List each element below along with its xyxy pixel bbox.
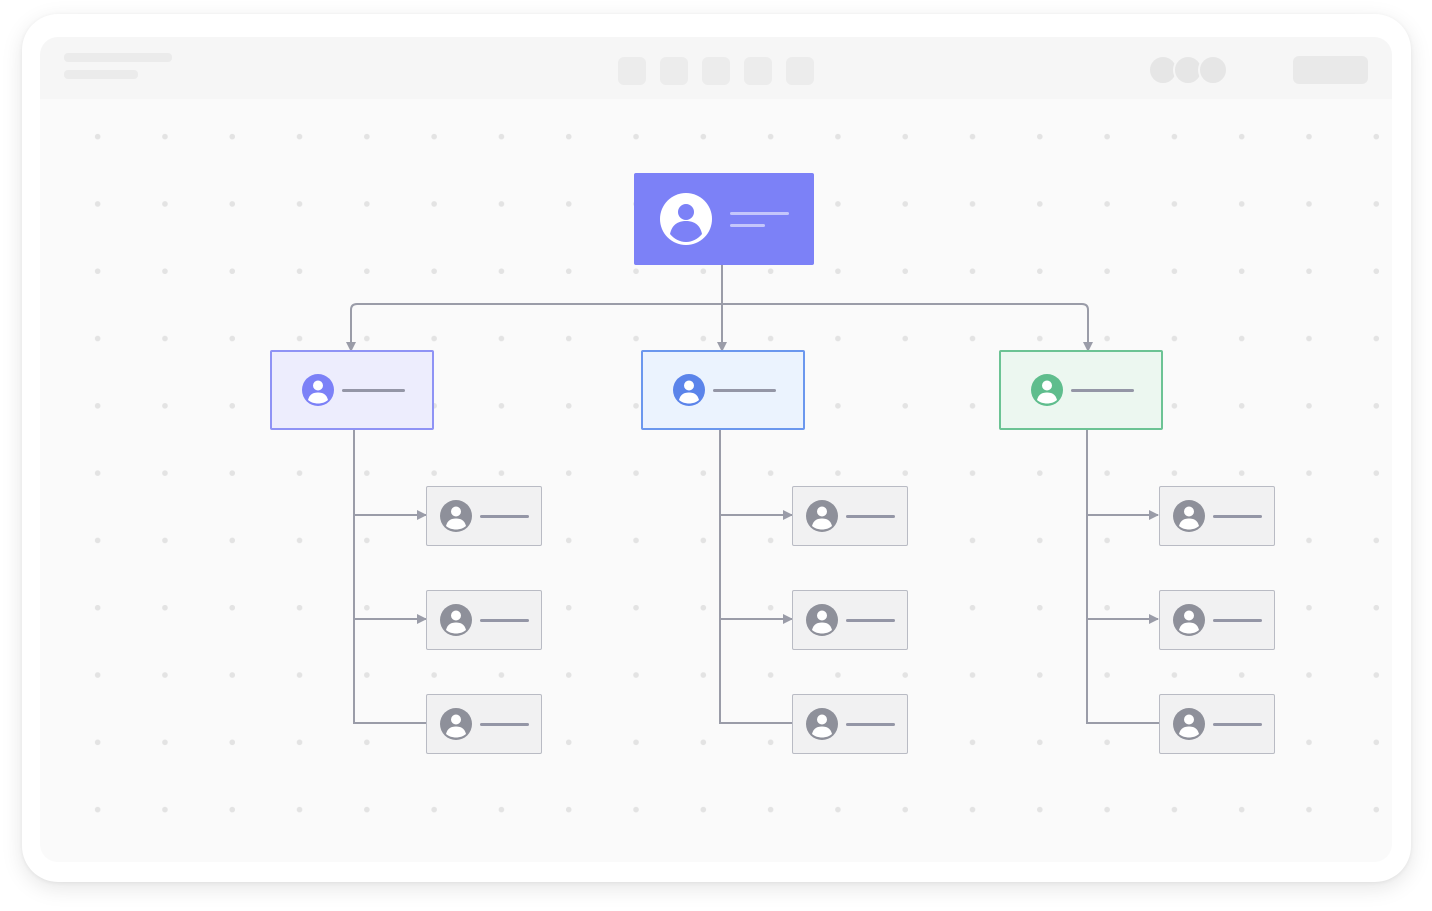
manager-card-blue[interactable]: [641, 350, 805, 430]
user-icon: [806, 708, 838, 740]
report-name-placeholder: [1213, 722, 1262, 726]
user-icon: [440, 604, 472, 636]
user-icon: [1173, 604, 1205, 636]
report-card[interactable]: [792, 694, 908, 754]
tool-1-icon[interactable]: [618, 57, 646, 85]
user-icon: [1173, 500, 1205, 532]
report-name-placeholder: [846, 514, 895, 518]
org-root-card[interactable]: [634, 173, 814, 265]
report-name-placeholder: [1213, 618, 1262, 622]
report-card[interactable]: [426, 694, 542, 754]
connector-lines: [346, 265, 1160, 724]
report-card[interactable]: [426, 590, 542, 650]
collaborator-avatar[interactable]: [1198, 55, 1228, 85]
report-card[interactable]: [1159, 486, 1275, 546]
user-icon: [1031, 374, 1063, 406]
app-window: [40, 37, 1392, 862]
user-icon: [806, 500, 838, 532]
tool-3-icon[interactable]: [702, 57, 730, 85]
user-icon: [806, 604, 838, 636]
share-button[interactable]: [1293, 56, 1368, 84]
user-icon: [660, 193, 712, 245]
user-icon: [302, 374, 334, 406]
report-card[interactable]: [1159, 590, 1275, 650]
user-icon: [440, 708, 472, 740]
user-icon: [1173, 708, 1205, 740]
tool-4-icon[interactable]: [744, 57, 772, 85]
manager-name-placeholder: [342, 388, 405, 392]
report-name-placeholder: [1213, 514, 1262, 518]
manager-card-purple[interactable]: [270, 350, 434, 430]
report-card[interactable]: [792, 590, 908, 650]
report-name-placeholder: [480, 722, 529, 726]
report-name-placeholder: [480, 514, 529, 518]
report-card[interactable]: [792, 486, 908, 546]
root-title-placeholder: [730, 223, 765, 227]
manager-name-placeholder: [1071, 388, 1134, 392]
manager-card-green[interactable]: [999, 350, 1163, 430]
top-toolbar: [40, 37, 1392, 99]
tool-5-icon[interactable]: [786, 57, 814, 85]
diagram-canvas[interactable]: [40, 99, 1392, 862]
root-name-placeholder: [730, 211, 789, 215]
document-subtitle-placeholder: [64, 70, 138, 79]
report-name-placeholder: [480, 618, 529, 622]
report-card[interactable]: [426, 486, 542, 546]
user-icon: [673, 374, 705, 406]
manager-name-placeholder: [713, 388, 776, 392]
report-name-placeholder: [846, 618, 895, 622]
report-name-placeholder: [846, 722, 895, 726]
user-icon: [440, 500, 472, 532]
document-title-placeholder[interactable]: [64, 53, 172, 62]
report-card[interactable]: [1159, 694, 1275, 754]
tool-2-icon[interactable]: [660, 57, 688, 85]
